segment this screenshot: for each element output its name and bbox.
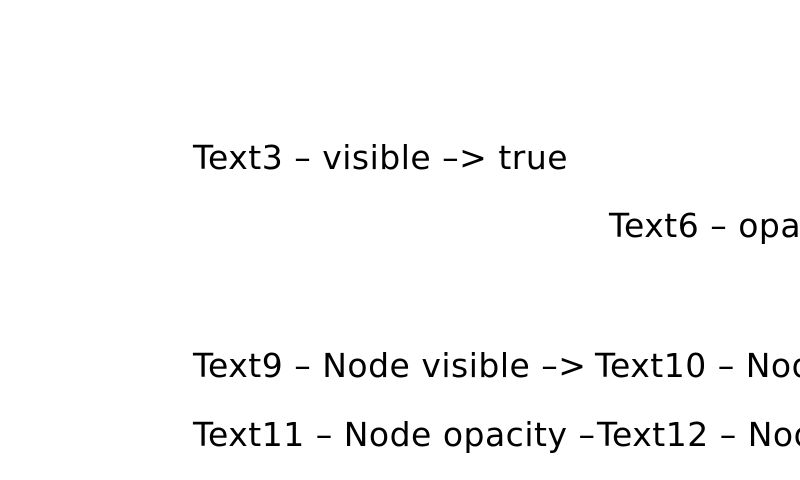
text12-line: Text12 – Node opacity –> 1.0 — [597, 418, 800, 451]
text3-line: Text3 – visible –> true — [193, 138, 569, 177]
text9-line: Text9 – Node visible –> true — [193, 346, 668, 385]
text10-line: Text10 – Node visible –> false — [595, 349, 800, 382]
text6-line: Text6 – opacity –> 0.5 — [609, 209, 800, 242]
